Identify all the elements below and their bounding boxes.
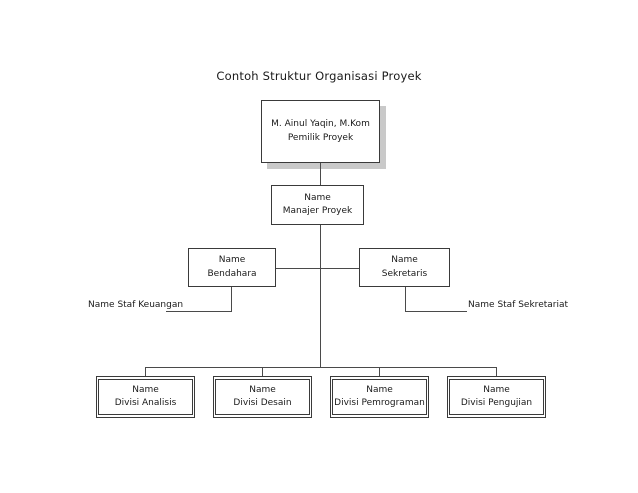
node-divisi-pemrograman-line1: Name — [366, 384, 393, 395]
node-sekretaris-line1: Name — [391, 255, 418, 266]
node-divisi-pengujian-line2: Divisi Pengujian — [460, 398, 533, 408]
node-divisi-pemrograman-inner: Name Divisi Pemrograman — [332, 379, 427, 415]
node-sekretaris[interactable]: Name Sekretaris — [359, 248, 450, 287]
connector-drop-analysis — [145, 367, 146, 376]
connector-sekretaris-down — [405, 287, 406, 311]
node-project-owner[interactable]: M. Ainul Yaqin, M.Kom Pemilik Proyek — [261, 100, 380, 163]
node-divisi-analisis-line1: Name — [132, 384, 159, 395]
connector-drop-design — [262, 367, 263, 376]
label-staf-keuangan-line2: Staf Keuangan — [117, 300, 184, 310]
node-divisi-pengujian[interactable]: Name Divisi Pengujian — [447, 376, 546, 418]
node-divisi-desain-line2: Divisi Desain — [233, 398, 292, 408]
node-bendahara-line2: Bendahara — [207, 268, 257, 279]
connector-sekretaris-to-staff — [405, 311, 467, 312]
page-title: Contoh Struktur Organisasi Proyek — [216, 69, 422, 83]
node-project-manager-line1: Name — [304, 192, 331, 203]
node-divisi-pengujian-line1: Name — [483, 384, 510, 395]
connector-bottom-bus — [145, 367, 496, 368]
connector-bendahara-to-staff — [166, 311, 232, 312]
node-divisi-desain[interactable]: Name Divisi Desain — [213, 376, 312, 418]
node-divisi-desain-line1: Name — [249, 384, 276, 395]
node-project-owner-line2: Pemilik Proyek — [287, 132, 354, 143]
node-project-manager[interactable]: Name Manajer Proyek — [271, 185, 364, 225]
node-bendahara[interactable]: Name Bendahara — [188, 248, 276, 287]
node-project-owner-line1: M. Ainul Yaqin, M.Kom — [271, 119, 370, 130]
node-divisi-pengujian-inner: Name Divisi Pengujian — [449, 379, 544, 415]
node-divisi-analisis[interactable]: Name Divisi Analisis — [96, 376, 195, 418]
node-divisi-analisis-line2: Divisi Analisis — [114, 398, 177, 408]
connector-spine-to-treasurer — [276, 268, 321, 269]
connector-drop-testing — [496, 367, 497, 376]
node-sekretaris-line2: Sekretaris — [381, 268, 428, 279]
connector-spine-to-secretary — [320, 268, 359, 269]
node-divisi-pemrograman-line2: Divisi Pemrograman — [334, 398, 425, 408]
label-staf-keuangan-line1: Name — [88, 300, 115, 310]
connector-owner-to-manager — [320, 163, 321, 185]
connector-bendahara-down — [231, 287, 232, 311]
node-project-manager-line2: Manajer Proyek — [282, 206, 353, 216]
node-divisi-pemrograman[interactable]: Name Divisi Pemrograman — [330, 376, 429, 418]
node-divisi-analisis-inner: Name Divisi Analisis — [98, 379, 193, 415]
connector-drop-programming — [379, 367, 380, 376]
connector-manager-spine — [320, 225, 321, 367]
label-staf-sekretariat: Name Staf Sekretariat — [468, 299, 568, 312]
label-staf-sekretariat-line2: Staf Sekretariat — [497, 300, 569, 310]
label-staf-keuangan: Name Staf Keuangan — [88, 299, 183, 312]
node-divisi-desain-inner: Name Divisi Desain — [215, 379, 310, 415]
node-bendahara-line1: Name — [218, 255, 246, 266]
label-staf-sekretariat-line1: Name — [468, 300, 495, 310]
